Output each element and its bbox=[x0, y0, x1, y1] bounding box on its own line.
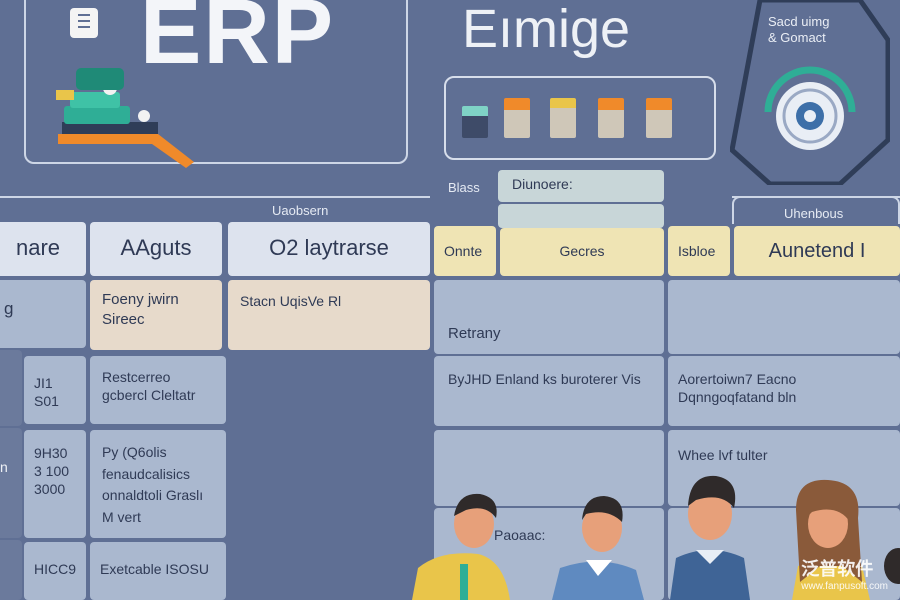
column-header-label: Gecres bbox=[559, 243, 605, 259]
table-cell: g bbox=[0, 280, 86, 348]
column-header-label: nare bbox=[15, 235, 61, 260]
group-label-mid-strip bbox=[498, 204, 664, 228]
table-cell-text: g bbox=[4, 299, 14, 318]
bar-chart-icon bbox=[550, 98, 576, 138]
machine-illustration bbox=[56, 68, 194, 168]
table-cell-text: Restcerreo gcbercl Cleltatr bbox=[102, 369, 196, 404]
bar-chart-icon bbox=[598, 98, 624, 138]
chip-icon bbox=[70, 8, 98, 38]
table-cell-text: Whee lvf tulter bbox=[678, 447, 768, 463]
table-cell-text: JI1 S01 bbox=[34, 375, 59, 410]
table-cell-text: Stacn UqisVe Rl bbox=[240, 293, 342, 309]
header-frame bbox=[24, 0, 408, 164]
table-cell-text: Foeny jwirn Sireec bbox=[102, 291, 179, 328]
column-header[interactable]: Gecres bbox=[500, 228, 664, 276]
hex-caption-line-2: & Gomact bbox=[768, 29, 826, 45]
gauge-icon bbox=[764, 66, 856, 150]
column-header-label: Aunetend I bbox=[768, 240, 866, 262]
table-cell bbox=[0, 350, 22, 426]
table-cell: HICC9 bbox=[24, 542, 86, 600]
column-header-label: Onnte bbox=[444, 243, 483, 259]
bar-chart-icon bbox=[504, 98, 530, 138]
watermark-logo: 泛普软件 www.fanpusoft.com bbox=[801, 555, 888, 592]
column-header[interactable]: Onnte bbox=[434, 226, 496, 276]
bar-chart-icon bbox=[462, 106, 488, 138]
column-header[interactable]: AAguts bbox=[90, 222, 222, 276]
hex-caption-line-1: Sacd uimg bbox=[768, 14, 830, 29]
hex-frame bbox=[730, 0, 890, 185]
table-cell: n bbox=[0, 428, 22, 538]
page-subtitle: Eımige bbox=[462, 0, 631, 59]
column-header[interactable]: Isbloe bbox=[668, 226, 730, 276]
group-label-mid: Diunoere: bbox=[498, 170, 664, 202]
table-cell bbox=[0, 540, 22, 600]
table-cell-text: Paoaac: bbox=[494, 527, 546, 543]
table-cell-text: Aorertoiwn7 Eacno Dqnngoqfatand bln bbox=[678, 371, 797, 406]
table-cell-text: 9H30 3 100 3000 bbox=[34, 445, 70, 498]
watermark-brand: 泛普软件 bbox=[801, 559, 874, 579]
table-cell-text: Retrany bbox=[448, 325, 501, 342]
group-label-mid-text: Diunoere: bbox=[512, 176, 573, 192]
group-label-blass: Blass bbox=[448, 180, 480, 195]
right-group-frame bbox=[732, 196, 900, 224]
column-header-label: O2 laytrarse bbox=[269, 235, 389, 260]
group-label-left: Uaobsern bbox=[272, 203, 329, 218]
table-cell: Stacn UqisVe Rl bbox=[228, 280, 430, 350]
table-cell-text: n bbox=[0, 459, 8, 475]
column-header[interactable]: nare bbox=[0, 222, 86, 276]
hex-caption: Sacd uimg & Gomact bbox=[768, 14, 829, 45]
table-cell: Restcerreo gcbercl Cleltatr bbox=[90, 356, 226, 424]
column-header[interactable]: O2 laytrarse bbox=[228, 222, 430, 276]
table-cell-text: Exetcable ISOSU bbox=[100, 561, 209, 577]
table-cell: Aorertoiwn7 Eacno Dqnngoqfatand bln bbox=[668, 356, 900, 426]
table-cell: Py (Q6olis fenaudcalisics onnaldtoli Gra… bbox=[90, 430, 226, 538]
table-cell: Exetcable ISOSU bbox=[90, 542, 226, 600]
table-cell: Foeny jwirn Sireec bbox=[90, 280, 222, 350]
table-cell-text: HICC9 bbox=[34, 561, 77, 577]
bar-chart-icon bbox=[646, 98, 672, 138]
column-header-label: Isbloe bbox=[678, 243, 716, 259]
people-illustration bbox=[412, 475, 900, 600]
group-label-right: Uhenbous bbox=[784, 206, 844, 221]
page-title: ERP bbox=[140, 0, 336, 83]
divider-line bbox=[0, 196, 430, 198]
table-cell: ByJHD Enland ks buroterer Vis bbox=[434, 356, 664, 426]
table-cell bbox=[434, 430, 664, 506]
column-header-label: AAguts bbox=[120, 235, 192, 260]
table-cell-text: ByJHD Enland ks buroterer Vis bbox=[448, 371, 641, 387]
watermark-url: www.fanpusoft.com bbox=[801, 581, 888, 592]
table-cell: Retrany bbox=[434, 280, 664, 354]
table-cell-text: Py (Q6olis fenaudcalisics onnaldtoli Gra… bbox=[102, 444, 204, 526]
dashboard-panel bbox=[444, 76, 716, 160]
table-cell: 9H30 3 100 3000 bbox=[24, 430, 86, 538]
table-cell: JI1 S01 bbox=[24, 356, 86, 424]
column-header[interactable]: Aunetend I bbox=[734, 226, 900, 276]
table-cell bbox=[668, 280, 900, 354]
